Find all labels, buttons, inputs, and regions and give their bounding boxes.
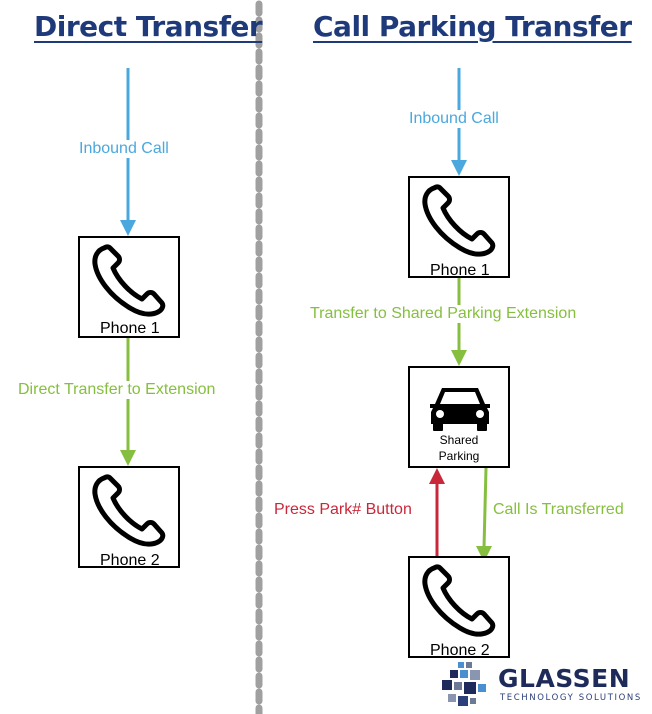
right-transfer-label: Transfer to Shared Parking Extension [308, 305, 579, 323]
right-transfer-arrowhead [451, 350, 467, 366]
right-phone2-box: Phone 2 [408, 556, 510, 659]
left-phone2-label: Phone 2 [100, 552, 160, 569]
right-phone1-label: Phone 1 [430, 262, 490, 279]
right-title: Call Parking Transfer [313, 10, 632, 43]
left-inbound-arrowhead [120, 220, 136, 236]
left-inbound-label: Inbound Call [77, 140, 171, 158]
right-phone2-label: Phone 2 [430, 642, 490, 659]
left-phone1-label: Phone 1 [100, 320, 160, 337]
transferred-arrowhead [476, 546, 492, 562]
call-transferred-label: Call Is Transferred [491, 501, 626, 519]
logo-name: GLASSEN [498, 664, 631, 693]
transferred-arrow [482, 467, 488, 549]
parking-label-line1: Shared [439, 433, 479, 447]
phone-icon [92, 474, 166, 547]
glassen-logo: GLASSEN TECHNOLOGY SOLUTIONS [440, 660, 650, 714]
phone-icon [422, 184, 496, 257]
shared-parking-box: Shared Parking [408, 366, 510, 468]
left-transfer-arrowhead [120, 450, 136, 466]
parking-label-line2: Parking [438, 449, 480, 463]
left-phone2-box: Phone 2 [78, 466, 180, 569]
logo-tagline: TECHNOLOGY SOLUTIONS [500, 693, 642, 703]
shared-parking-label: Shared Parking [410, 432, 508, 464]
left-phone1-box: Phone 1 [78, 236, 180, 338]
right-phone1-box: Phone 1 [408, 176, 510, 279]
right-inbound-arrowhead [451, 160, 467, 176]
phone-icon [92, 244, 166, 317]
press-park-arrowhead [429, 468, 445, 484]
left-title: Direct Transfer [34, 10, 263, 43]
right-inbound-label: Inbound Call [407, 110, 501, 128]
press-park-label: Press Park# Button [272, 501, 414, 519]
car-icon [430, 388, 490, 431]
logo-mark-icon [442, 662, 486, 706]
phone-icon [422, 564, 496, 637]
left-transfer-label: Direct Transfer to Extension [16, 381, 218, 399]
